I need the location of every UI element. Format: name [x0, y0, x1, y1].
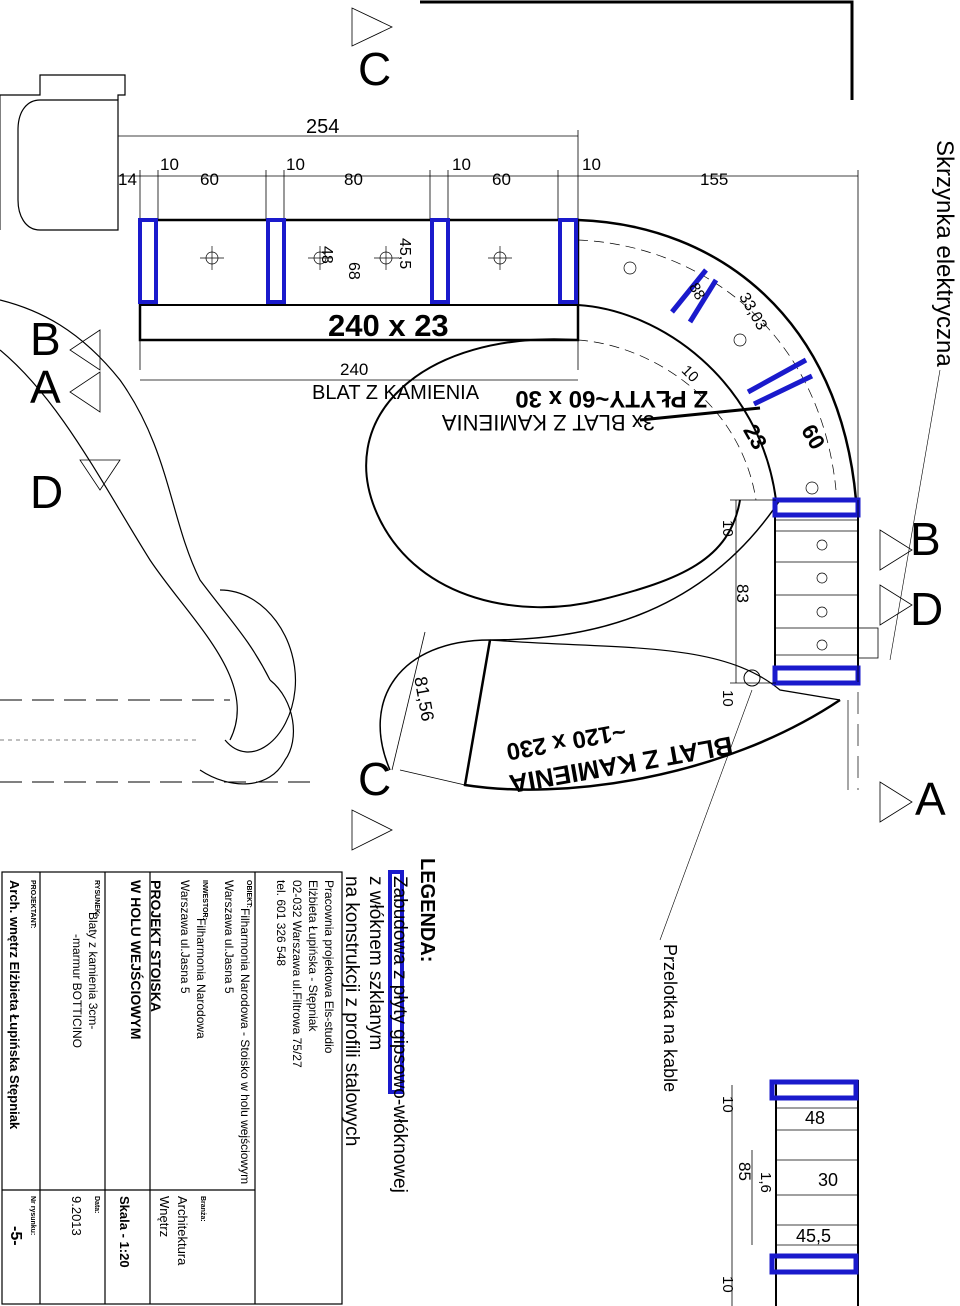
electric-box-label: Skrzynka elektryczna: [931, 140, 958, 367]
right-unit-frame: [774, 499, 859, 684]
electric-box-leader: [889, 369, 941, 661]
dim-10: 10: [719, 1096, 736, 1113]
top-partitions: [138, 218, 578, 304]
pillar-base: [17, 99, 119, 231]
dim-60: 60: [200, 170, 219, 189]
legend-title: LEGENDA:: [416, 858, 438, 963]
office-person: Elżbieta Łupińska - Stępniak: [306, 880, 320, 1032]
outlet-symbols: [200, 246, 512, 270]
bottom-partitions: [769, 1079, 859, 1275]
dim-10: 10: [719, 520, 736, 537]
dim-240: 240: [340, 360, 369, 379]
section-b-right: B: [910, 513, 941, 565]
date-label: Data:: [93, 1196, 100, 1214]
floor-curve: [379, 499, 781, 771]
curved-label-line1: 3x BLAT Z KAMIENIA: [441, 410, 655, 435]
branch-label: Branża:: [199, 1196, 206, 1222]
section-c-top: C: [358, 43, 392, 95]
room-wall: [420, 0, 854, 100]
bottom-counter: [463, 639, 841, 791]
office-phone: tel. 601 326 548: [274, 880, 288, 967]
dim-30: 30: [818, 1170, 839, 1190]
legend-line1: Zabudowa z płyty gipsowo-włóknowej: [389, 876, 410, 1193]
dim-85: 85: [735, 1162, 754, 1181]
drawing-label: RYSUNEK:: [93, 880, 100, 917]
dim-14: 14: [118, 170, 137, 189]
section-d-left: D: [30, 466, 64, 518]
dim-60: 60: [492, 170, 511, 189]
dim-68: 68: [345, 262, 362, 280]
drawing-line1: Blaty z kamienia 3cm-: [86, 912, 100, 1030]
pillar-outline: [0, 74, 126, 100]
object-label: OBIEKT:: [245, 880, 252, 908]
legend-line3: na konstrukcji z profili stalowych: [341, 876, 362, 1147]
investor-label: INWESTOR:: [201, 880, 208, 920]
handrail-curve: [0, 299, 271, 681]
investor-line1: Filharmonia Narodowa: [194, 918, 208, 1039]
right-shelves: [775, 519, 858, 656]
curved-counter-outer: [577, 218, 858, 501]
dim-45-5: 45,5: [396, 238, 413, 270]
dim-48: 48: [805, 1108, 826, 1128]
curved-counter-inner: [577, 304, 777, 501]
investor-line2: Warszawa ul.Jasna 5: [178, 880, 192, 994]
dim-10: 10: [452, 155, 471, 174]
curved-partitions: [670, 268, 814, 407]
office-name: Pracownia projektowa Els-studio: [322, 880, 336, 1054]
scale: Skala - 1:20: [117, 1196, 132, 1268]
curved-label-line2: Z PŁYTY~60 x 30: [515, 385, 708, 412]
sheet-number: -5-: [7, 1226, 24, 1246]
dim-254: 254: [306, 116, 340, 138]
dim-10: 10: [719, 1276, 736, 1293]
branch-line1: Architektura: [175, 1196, 190, 1266]
project-line1: PROJEKT STOISKA: [148, 880, 164, 1012]
dim-1-6: 1,6: [757, 1172, 774, 1193]
sheet-label: Nr rysunku:: [29, 1196, 36, 1236]
section-arrows: [69, 7, 913, 851]
dim-83: 83: [733, 584, 752, 603]
top-counter-label: BLAT Z KAMIENIA: [312, 382, 480, 404]
object-line1: Filharmonia Narodowa - Stoisko w holu we…: [238, 908, 252, 1185]
legend-swatch: [388, 870, 404, 1094]
dim-80: 80: [344, 170, 363, 189]
section-c-bottom: C: [358, 753, 392, 805]
dim-48: 48: [318, 246, 335, 264]
dim-45-5: 45,5: [796, 1226, 832, 1246]
office-address: 02-032 Warszawa ul.Filtrowa 75/27: [290, 880, 304, 1068]
top-counter-size: 240 x 23: [328, 308, 449, 343]
dim-10: 10: [582, 155, 601, 174]
section-b-left: B: [30, 313, 61, 365]
designer-label: PROJEKTANT:: [29, 880, 36, 929]
right-partitions: [772, 497, 861, 686]
date: 9.2013: [69, 1196, 84, 1236]
branch-line2: Wnętrz: [157, 1196, 172, 1238]
object-line2: Warszawa ul.Jasna 5: [222, 880, 236, 994]
title-block: [1, 871, 343, 1305]
dim-10: 10: [160, 155, 179, 174]
cable-grommet-leader: [659, 689, 753, 941]
dim-10: 10: [286, 155, 305, 174]
section-a-left: A: [30, 361, 61, 413]
project-line2: W HOLU WEJŚCIOWYM: [128, 880, 144, 1040]
cable-grommet-label: Przelotka na kable: [660, 944, 680, 1093]
section-a-right: A: [915, 773, 946, 825]
dim-10: 10: [719, 690, 736, 707]
section-d-right: D: [910, 583, 944, 635]
designer-name: Arch. wnętrz Elżbieta Łupińska Stępniak: [7, 880, 22, 1130]
dim-155: 155: [700, 170, 729, 189]
legend-line2: z włóknem szklanym: [365, 876, 386, 1051]
curved-leader: [639, 406, 761, 422]
inner-curve: [365, 338, 741, 609]
drawing-line2: -marmur BOTTICINO: [70, 934, 84, 1048]
